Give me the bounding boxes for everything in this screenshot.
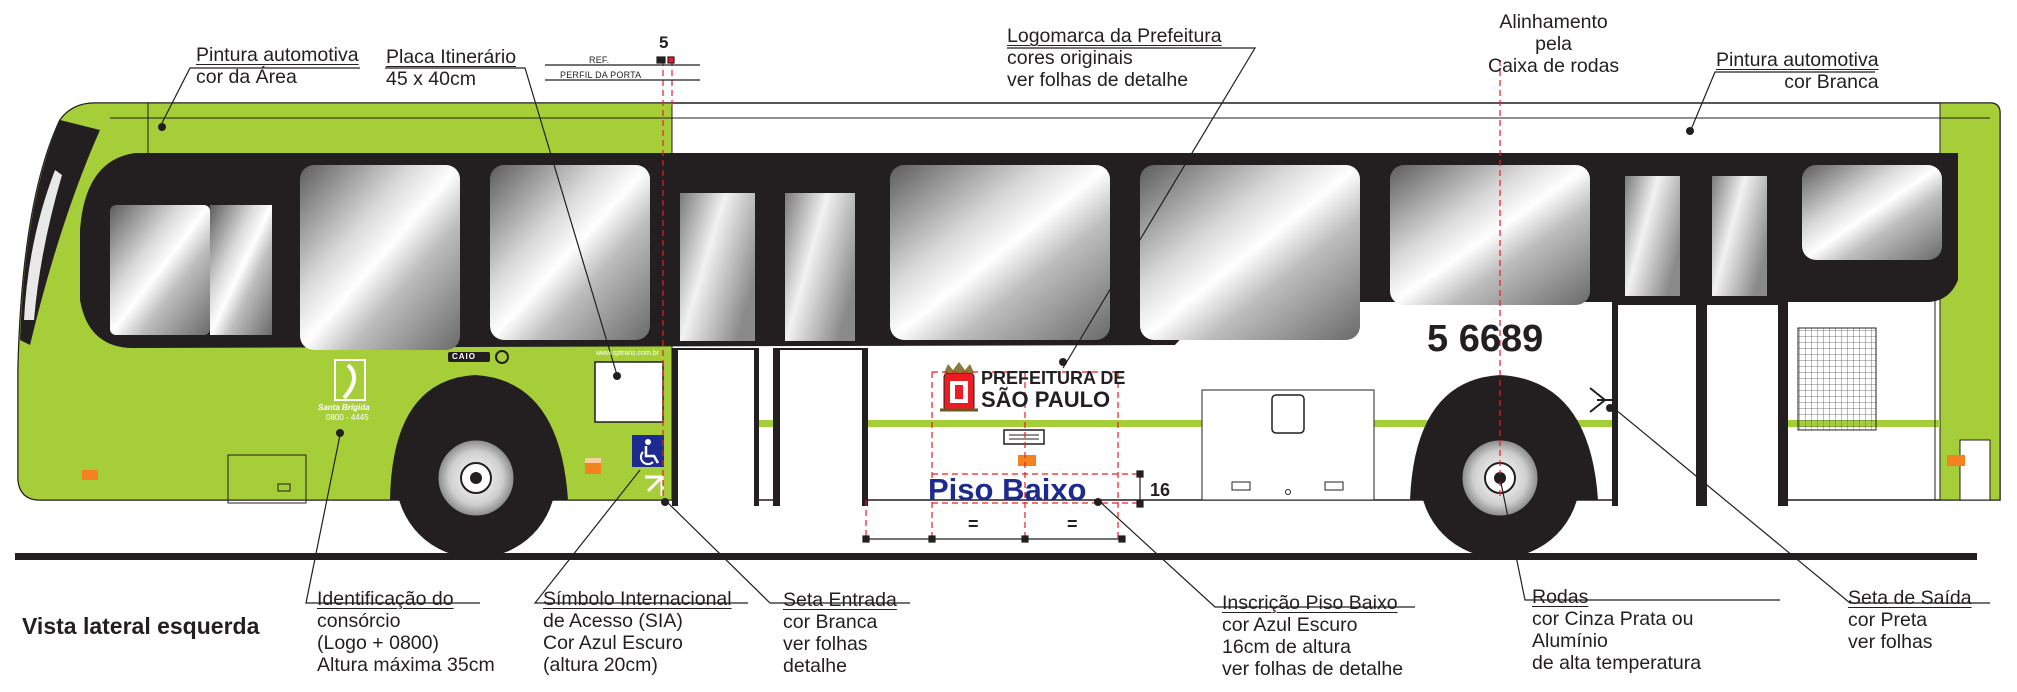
label-alinhamento: Alinhamento pela Caixa de rodas (1488, 11, 1620, 77)
label-inscricao-piso-baixo: Inscrição Piso Baixo cor Azul Escuro 16c… (1222, 592, 1404, 680)
door-ref-number: 5 (659, 33, 669, 52)
windows (110, 165, 1942, 350)
equal-mark-right: = (1067, 514, 1078, 534)
door-ref-label: REF. (589, 55, 610, 65)
consortium-phone: 0800 - 4445 (326, 413, 369, 422)
consortium-brand: Santa Brígida (318, 403, 370, 412)
logo-line-1: PREFEITURA DE (981, 368, 1126, 388)
consortium-site: www.sptrans.com.br (596, 350, 660, 357)
door-profile-label: PERFIL DA PORTA (560, 70, 642, 80)
label-seta-saida: Seta de Saída cor Preta ver folhas (1848, 587, 1972, 653)
label-seta-entrada: Seta Entrada cor Branca ver folhas detal… (783, 589, 897, 677)
height-mark: 16 (1150, 480, 1171, 500)
exit-arrow (1589, 387, 1615, 413)
label-placa-itinerario: Placa Itinerário 45 x 40cm (386, 46, 517, 90)
bus-number: 5 6689 (1427, 318, 1544, 360)
label-identificacao: Identificação do consórcio (Logo + 0800)… (317, 588, 495, 676)
doors (672, 300, 1788, 506)
ground-line (15, 553, 1977, 560)
piso-baixo-inscription: Piso Baixo (928, 472, 1087, 507)
consortium-logo-mark (334, 359, 366, 401)
front-wheel (390, 375, 568, 558)
equal-mark-left: = (968, 514, 979, 534)
label-sia: Símbolo Internacional de Acesso (SIA) Co… (543, 588, 732, 676)
logo-line-2: SÃO PAULO (981, 387, 1111, 412)
label-pintura-area: Pintura automotiva cor da Área (196, 44, 359, 88)
label-pintura-branca: Pintura automotiva cor Branca (1716, 49, 1879, 93)
label-logomarca: Logomarca da Prefeitura cores originais … (1007, 25, 1222, 91)
entrance-arrow (645, 475, 664, 496)
body-panels (82, 300, 1965, 504)
view-title: Vista lateral esquerda (22, 613, 260, 639)
leader-lines (161, 47, 1990, 608)
bus-model-badge: CAIO (452, 352, 476, 361)
label-rodas: Rodas cor Cinza Prata ou Alumínio de alt… (1532, 586, 1702, 674)
dimension-lines (662, 60, 1501, 540)
prefeitura-logo-text: PREFEITURA DE SÃO PAULO (981, 368, 1125, 412)
dimension-bar (545, 56, 1144, 543)
sia-symbol (632, 435, 664, 467)
prefeitura-crest (940, 362, 978, 412)
